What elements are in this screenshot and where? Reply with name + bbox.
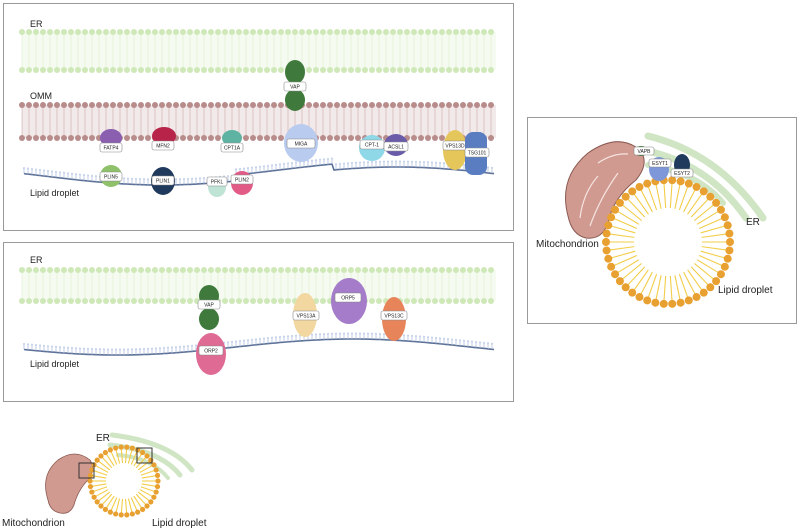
protein-label: VAP: [290, 84, 300, 90]
panel-er-omm-lipid-droplet: ER OMM Lipid droplet VAP MIGA FATP4 PLIN…: [3, 3, 514, 231]
protein-label: PLIN5: [104, 174, 118, 180]
er-label: ER: [30, 255, 43, 265]
protein-orp2: ORP2: [196, 333, 226, 375]
protein-label: PFKL: [211, 179, 224, 185]
protein-fatp4: FATP4: [99, 129, 123, 153]
protein-esyt1: ESYT1: [648, 157, 672, 181]
protein-label: VAP: [204, 302, 214, 308]
protein-label: VPS13C: [384, 313, 404, 319]
protein-label: ESYT1: [652, 161, 668, 167]
protein-label: MIGA: [295, 141, 308, 147]
er-membrane: [19, 29, 496, 73]
panel-mitochondrion-er-lipid-droplet: VAPB ESYT1 ESYT2 Mitochondrion ER Lipid …: [527, 117, 797, 324]
protein-label: VPS13A: [297, 313, 317, 319]
mitochondrion-label: Mitochondrion: [536, 239, 599, 250]
lipid-droplet-label: Lipid droplet: [30, 359, 80, 369]
protein-plin5: PLIN5: [99, 165, 123, 187]
diagram-right-svg: VAPB ESYT1 ESYT2 Mitochondrion ER Lipid …: [536, 132, 773, 308]
contact-site-box-er: [136, 447, 153, 464]
contact-site-box-mito: [78, 462, 95, 479]
protein-label: ESYT2: [674, 171, 690, 177]
protein-cpt-1: CPT-1: [359, 135, 385, 161]
lipid-droplet: [602, 176, 734, 308]
protein-miga: MIGA: [284, 124, 318, 162]
protein-pfkl: PFKL: [206, 176, 228, 197]
er-label: ER: [746, 217, 760, 228]
protein-acsl1: ACSL1: [383, 134, 409, 156]
lipid-droplet-label: Lipid droplet: [718, 285, 773, 296]
protein-vps13a: VPS13A: [292, 293, 320, 337]
protein-cpt1a: CPT1A: [220, 130, 244, 153]
er-label: ER: [96, 433, 110, 444]
protein-label: CPT-1: [365, 142, 379, 148]
protein-esyt2: ESYT2: [670, 154, 694, 178]
protein-label: ORP5: [341, 295, 355, 301]
protein-label: FATP4: [104, 145, 119, 151]
lipid-droplet-surface: [22, 332, 495, 356]
protein-plin2: PLIN2: [230, 171, 254, 195]
protein-label: ACSL1: [388, 144, 404, 150]
protein-label: MFN2: [156, 143, 170, 149]
protein-vap: VAP: [197, 285, 221, 330]
protein-plin1: PLIN1: [151, 167, 175, 195]
protein-label: PLIN2: [235, 177, 249, 183]
protein-vps13c: VPS13C: [380, 297, 408, 341]
protein-vap: VAP: [283, 60, 307, 111]
protein-orp5: ORP5: [331, 278, 367, 324]
lipid-droplet-label: Lipid droplet: [30, 188, 80, 198]
protein-label: ORP2: [204, 348, 218, 354]
protein-tsg101: TSG101: [464, 132, 490, 175]
protein-vapb: VAPB: [633, 146, 655, 156]
protein-label: VAPB: [638, 149, 652, 155]
er-label: ER: [30, 19, 43, 29]
panel-er-lipid-droplet: ER Lipid droplet VAP ORP2 VPS13A ORP5 VP…: [3, 242, 514, 402]
protein-label: PLIN1: [156, 178, 170, 184]
diagram-middle-svg: ER Lipid droplet VAP ORP2 VPS13A ORP5 VP…: [19, 255, 496, 375]
protein-label: VPS13D: [445, 143, 465, 149]
mitochondrion: [565, 141, 645, 239]
omm-label: OMM: [30, 91, 52, 101]
protein-label: CPT1A: [224, 145, 241, 151]
er-membrane: [19, 267, 496, 304]
lipid-droplet: [87, 444, 161, 518]
omm-membrane: [19, 102, 496, 141]
mitochondrion-label: Mitochondrion: [2, 518, 65, 529]
protein-mfn2: MFN2: [151, 127, 176, 151]
lipid-droplet-label: Lipid droplet: [152, 518, 207, 529]
diagram-top-svg: ER OMM Lipid droplet VAP MIGA FATP4 PLIN…: [19, 19, 496, 198]
protein-label: TSG101: [468, 150, 487, 156]
